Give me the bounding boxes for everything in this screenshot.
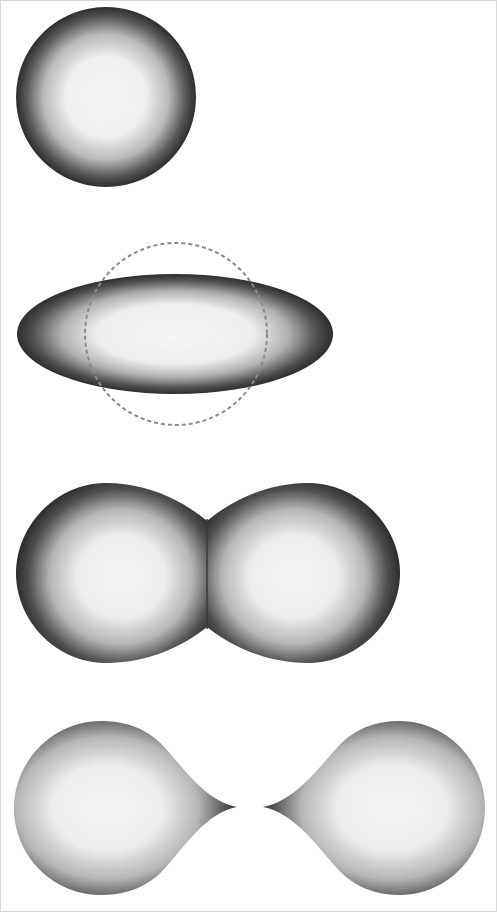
elongated-nucleus <box>17 274 333 394</box>
dumbbell-right-lobe <box>207 483 400 663</box>
stage-elongated <box>17 243 333 425</box>
stage-sphere <box>16 7 196 187</box>
stage-dumbbell <box>16 483 400 663</box>
fragment-left <box>14 721 237 895</box>
sphere-nucleus <box>16 7 196 187</box>
fragment-right <box>263 721 485 895</box>
dumbbell-left-lobe <box>16 483 207 663</box>
stage-scission <box>14 721 485 895</box>
